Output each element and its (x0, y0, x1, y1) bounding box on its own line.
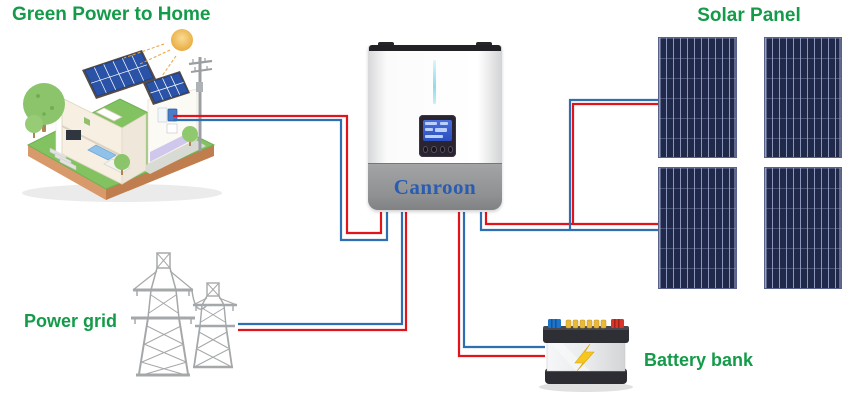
utility-pole (188, 57, 213, 151)
battery-top-highlight (543, 326, 629, 330)
wire-home-inverter-red (173, 114, 383, 235)
bed (95, 107, 123, 122)
door (157, 107, 168, 123)
chair (84, 117, 90, 126)
page-title: Green Power to Home (12, 4, 211, 25)
meter-box (166, 123, 178, 134)
wire-home-inverter-blue (173, 118, 389, 242)
battery-vent-caps (565, 319, 607, 329)
inverter-control-panel (419, 115, 456, 157)
inverter-top-strip (369, 45, 501, 51)
home-illustration (22, 25, 222, 202)
soil-right (106, 145, 214, 200)
battery-sheen (549, 341, 590, 371)
tower-cable (191, 290, 208, 310)
battery-top-band (543, 326, 629, 343)
inverter-button (431, 146, 437, 153)
tree-large (23, 83, 65, 125)
sun-icon (167, 25, 197, 55)
solar-panel-4 (764, 167, 842, 289)
battery-terminal-negative (548, 319, 561, 328)
inverter-button (439, 146, 445, 153)
sofa (87, 144, 117, 161)
soil-left (28, 145, 106, 200)
solar-panel-label: Solar Panel (697, 5, 801, 26)
tree-right (182, 126, 198, 142)
battery-bank-label: Battery bank (644, 350, 754, 370)
solar-panel-3 (658, 167, 737, 289)
inverter-lcd-screen (423, 120, 452, 141)
lightning-bolt-icon (574, 343, 595, 372)
trees (23, 83, 198, 175)
transmission-tower-large (131, 252, 195, 377)
battery-base (545, 368, 627, 384)
tree-front (114, 154, 130, 170)
inverter-status-light (433, 60, 436, 104)
wire-inverter-battery-blue (462, 212, 545, 349)
inverter-brand: Canroon (393, 174, 477, 199)
wire-inverter-solar-red (484, 102, 659, 226)
battery-shadow (539, 382, 633, 392)
wire-inverter-solar-blue (479, 98, 659, 232)
garage-floor (150, 130, 194, 162)
transmission-tower-small (192, 282, 238, 369)
tree-small-left (25, 115, 43, 133)
battery-terminal-positive (611, 319, 624, 328)
wire-inverter-battery-red (457, 212, 545, 358)
inverter-button (423, 146, 429, 153)
roof-main-grid (90, 54, 148, 94)
walkway (140, 140, 206, 174)
inverter-buttons (423, 146, 453, 153)
wires (173, 98, 659, 358)
roof-ext-grid (150, 75, 184, 101)
tv (66, 130, 81, 140)
transmission-towers (131, 252, 238, 377)
wire-inverter-grid-red (238, 212, 408, 332)
inverter-lower-panel: Canroon (368, 163, 502, 210)
power-grid-label: Power grid (24, 311, 118, 331)
sun-rays (123, 43, 177, 77)
battery-illustration (539, 319, 633, 392)
inverter: Canroon (368, 42, 502, 210)
solar-panel-2 (764, 37, 842, 158)
solar-panel-1 (658, 37, 737, 158)
wire-inverter-grid-blue (238, 212, 404, 326)
inverter-button (447, 146, 453, 153)
stairs (49, 147, 77, 171)
